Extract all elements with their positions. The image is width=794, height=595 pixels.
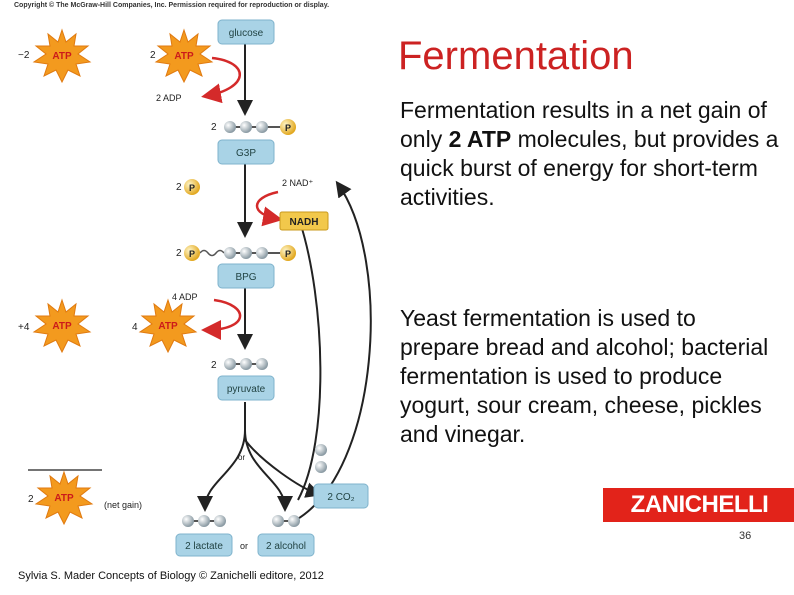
svg-text:P: P [189,249,195,259]
count-2-g3p: 2 [211,122,217,133]
count-2-atp-top: 2 [150,50,156,61]
count-2-bpg-p: 2 [176,248,182,259]
bpg-label: BPG [235,272,256,283]
nad-label: 2 NAD⁺ [282,178,314,188]
svg-text:ATP: ATP [52,321,72,332]
atp-star-2: ATP [156,30,212,82]
svg-text:P: P [285,249,291,259]
count-4-atp: 4 [132,322,138,333]
para1-bold: 2 ATP [449,126,512,152]
zanichelli-logo: ZANICHELLI [603,488,794,522]
slide-title: Fermentation [398,34,634,79]
credit-line: Sylvia S. Mader Concepts of Biology © Za… [18,570,324,582]
count-2-p: 2 [176,182,182,193]
paragraph-net-gain: Fermentation results in a net gain of on… [400,96,780,212]
svg-text:P: P [189,183,195,193]
glucose-label: glucose [229,28,264,39]
minus2-label: −2 [18,50,30,61]
or-label-bottom: or [240,541,248,551]
red-reaction-arrows [206,58,278,330]
paragraph-uses: Yeast fermentation is used to prepare br… [400,304,780,449]
count-2-net: 2 [28,494,34,505]
or-label-middle: or [238,453,245,462]
lactate-label: 2 lactate [185,541,223,552]
svg-text:ATP: ATP [52,51,72,62]
plus4-label: +4 [18,322,30,333]
pyruvate-label: pyruvate [227,384,266,395]
atp-star-plus4: ATP [34,300,90,352]
svg-text:P: P [285,123,291,133]
co2-label: 2 CO₂ [327,492,354,503]
atp-star-minus2: ATP [34,30,90,82]
adp2-label: 2 ADP [156,93,182,103]
atp-star-4: ATP [140,300,196,352]
atp-star-net: ATP [36,472,92,524]
svg-text:ATP: ATP [174,51,194,62]
atp-stars: ATP ATP ATP ATP ATP [34,30,212,524]
g3p-label: G3P [236,148,256,159]
count-2-pyruvate: 2 [211,360,217,371]
nadh-label: NADH [290,217,319,228]
page-number: 36 [739,530,751,542]
adp4-label: 4 ADP [172,292,198,302]
net-gain-label: (net gain) [104,500,142,510]
molecule-boxes: glucose G3P BPG pyruvate 2 lactate 2 alc… [176,20,368,556]
svg-text:ATP: ATP [158,321,178,332]
alcohol-label: 2 alcohol [266,541,306,552]
svg-text:ATP: ATP [54,493,74,504]
